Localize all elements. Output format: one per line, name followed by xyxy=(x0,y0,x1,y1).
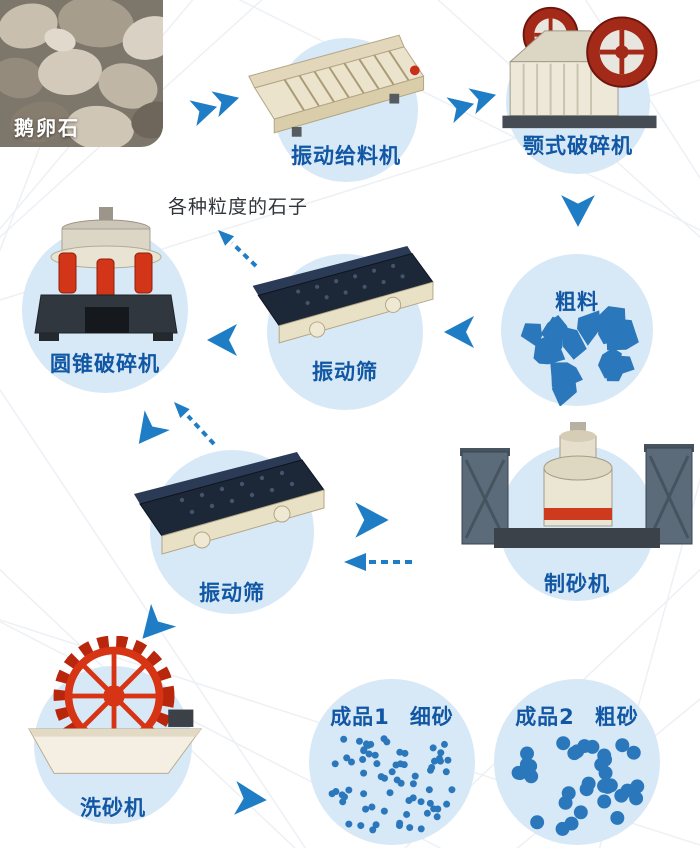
product2-name: 成品2 xyxy=(515,705,575,729)
vibrating-screen1-illustration xyxy=(252,246,434,344)
product1-grade: 细砂 xyxy=(409,705,454,729)
cone-crusher-illustration xyxy=(34,207,178,341)
screen2-label: 振动筛 xyxy=(199,581,265,605)
dashed-arrow-screen2-to-cone-crusher xyxy=(174,402,216,446)
sand-maker-label: 制砂机 xyxy=(544,572,610,596)
arrow-jaw-crusher-to-coarse xyxy=(561,195,595,227)
vibrating-feeder-illustration xyxy=(248,34,425,137)
source-label: 鹅卵石 xyxy=(14,116,80,140)
arrow-cone-crusher-to-screen2 xyxy=(138,410,170,444)
feeder-label: 振动给料机 xyxy=(291,144,401,168)
arrow-screen1-to-cone-crusher xyxy=(207,324,237,356)
product2-grade: 粗砂 xyxy=(594,705,639,729)
coarse-material-label: 粗料 xyxy=(555,290,599,314)
screen1-label: 振动筛 xyxy=(312,360,378,384)
sand-washer-label: 洗砂机 xyxy=(80,796,146,820)
node-circle-coarse-material xyxy=(501,254,653,406)
arrow-screen2-to-sand-washer xyxy=(142,603,177,639)
product2-label: 成品2 粗砂 xyxy=(515,701,639,731)
sand-washer-illustration xyxy=(28,636,203,774)
pebbles-photo xyxy=(0,0,163,147)
dashed-arrow-screen1-to-annotation xyxy=(218,230,258,268)
vibrating-screen2-illustration xyxy=(134,452,325,555)
product1-name: 成品1 xyxy=(330,705,390,729)
arrow-feeder-to-jaw-crusher xyxy=(468,88,497,115)
dashed-arrow-sand-maker-to-screen2 xyxy=(344,553,412,571)
jaw-crusher-label: 颚式破碎机 xyxy=(523,134,633,158)
product1-label: 成品1 细砂 xyxy=(330,701,454,731)
arrow-pebbles-to-feeder xyxy=(189,100,218,127)
arrow-coarse-to-screen1 xyxy=(444,316,474,348)
arrow-sand-washer-to-products xyxy=(234,781,267,815)
sand-maker-illustration xyxy=(460,422,694,548)
jaw-crusher-illustration xyxy=(502,6,658,129)
arrow-pebbles-to-feeder xyxy=(211,91,240,118)
stone-sizes-annotation: 各种粒度的石子 xyxy=(168,196,309,218)
arrow-screen2-to-sand-maker xyxy=(355,502,389,538)
arrow-feeder-to-jaw-crusher xyxy=(446,97,475,124)
cone-crusher-label: 圆锥破碎机 xyxy=(50,352,160,376)
